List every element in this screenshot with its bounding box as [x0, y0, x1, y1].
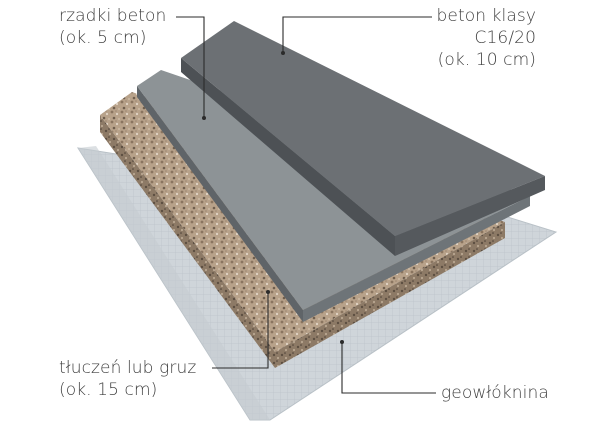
- leader-dot-concrete-class: [281, 51, 285, 55]
- thin-concrete-right-side: [303, 196, 530, 322]
- label-geotextile-name: geowłóknina: [441, 383, 549, 403]
- crushed-stone-side: [100, 115, 275, 368]
- label-thin-concrete-thickness: (ok. 5 cm): [59, 28, 147, 48]
- label-concrete-class: beton klasy C16/20 (ok. 10 cm): [396, 5, 536, 71]
- label-thin-concrete: rzadki beton (ok. 5 cm): [59, 5, 166, 49]
- leader-crushed-stone: [212, 292, 269, 369]
- label-concrete-class-thickness: (ok. 10 cm): [437, 50, 536, 70]
- label-concrete-class-name: beton klasy: [436, 6, 536, 26]
- leader-dot-geotextile: [340, 340, 344, 344]
- label-thin-concrete-name: rzadki beton: [59, 6, 167, 26]
- leader-lines: [176, 16, 436, 394]
- label-crushed-stone-name: tłuczeń lub gruz: [59, 358, 197, 378]
- concrete-slab-side: [181, 58, 395, 256]
- concrete-slab-top: [181, 21, 545, 236]
- label-geotextile: geowłóknina: [441, 382, 549, 404]
- geotextile-edge: [78, 146, 270, 420]
- leader-dot-crushed-stone: [266, 290, 270, 294]
- leader-geotextile: [341, 342, 436, 394]
- label-crushed-stone-thickness: (ok. 15 cm): [59, 380, 158, 400]
- crushed-stone-right-side: [275, 222, 505, 368]
- thin-concrete-side: [137, 86, 303, 322]
- leader-thin-concrete: [176, 16, 205, 118]
- label-concrete-class-grade: C16/20: [474, 28, 536, 48]
- concrete-slab-right-side: [395, 176, 545, 256]
- leader-dot-thin-concrete: [202, 116, 206, 120]
- label-crushed-stone: tłuczeń lub gruz (ok. 15 cm): [59, 357, 196, 401]
- leader-concrete-class: [282, 16, 432, 53]
